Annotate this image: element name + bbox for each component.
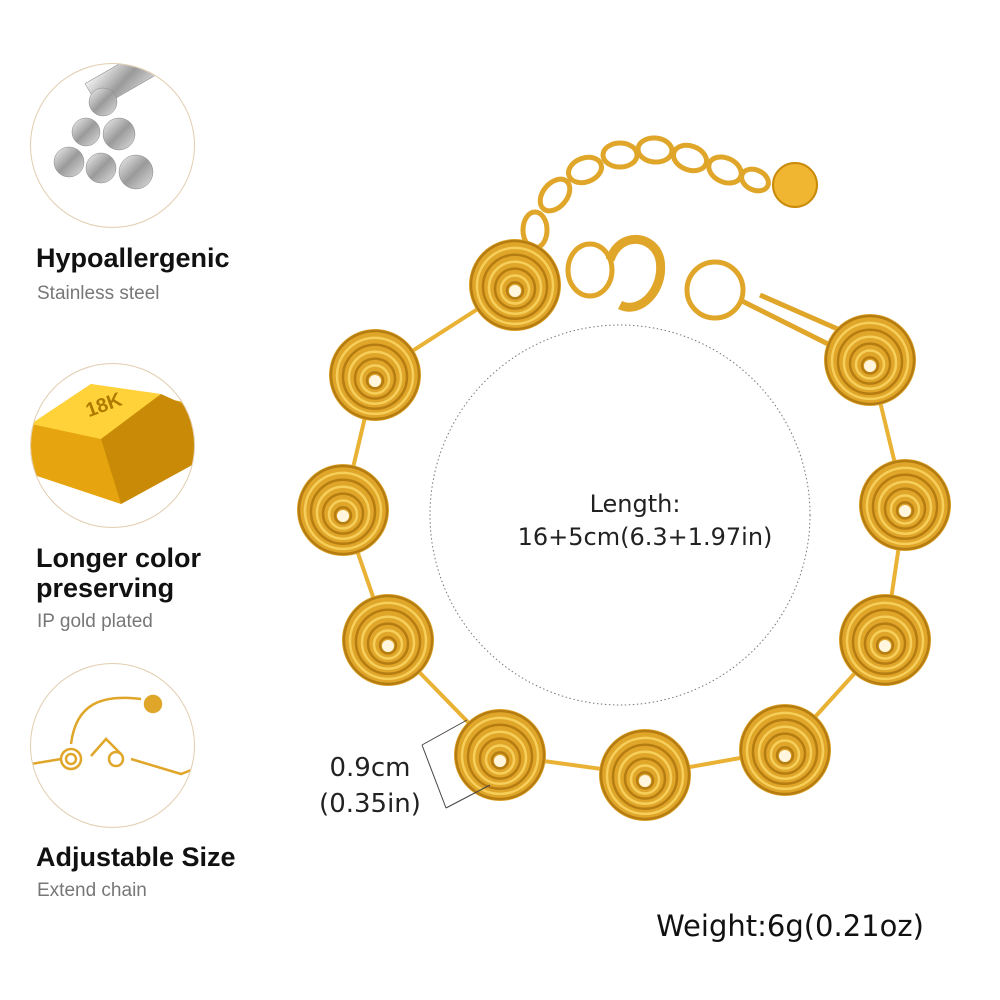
- spiral-charm: [859, 459, 951, 551]
- length-value: 16+5cm(6.3+1.97in): [517, 523, 773, 551]
- weight-label: Weight:6g(0.21oz): [656, 909, 924, 943]
- spiral-charm: [469, 239, 561, 331]
- gold-bar-icon: 18K: [31, 384, 194, 504]
- extension-chain: [520, 135, 842, 348]
- width-cm: 0.9cm: [329, 753, 411, 783]
- spiral-charm: [342, 594, 434, 686]
- feature-title-color-line1: Longer color: [36, 543, 202, 573]
- spiral-charm: [599, 729, 691, 821]
- spiral-charm: [454, 709, 546, 801]
- feature-subtitle-extend: Extend chain: [37, 880, 147, 901]
- feature-title-color-line2: preserving: [36, 573, 175, 603]
- spiral-charm: [297, 464, 389, 556]
- spiral-charm: [824, 314, 916, 406]
- steel-rods-icon: [53, 64, 178, 190]
- feature-title-adjustable: Adjustable Size: [36, 842, 236, 872]
- steel-rods-image: [30, 63, 195, 228]
- tag-disc: [772, 162, 818, 208]
- gold-bar-image: 18K: [30, 363, 195, 528]
- width-measure: [421, 719, 491, 809]
- width-in: (0.35in): [319, 789, 421, 819]
- feature-subtitle-ip-gold: IP gold plated: [37, 611, 153, 632]
- feature-title-hypoallergenic: Hypoallergenic: [36, 243, 230, 273]
- spiral-charm: [839, 594, 931, 686]
- chain-image: [30, 663, 195, 828]
- length-label: Length:: [589, 490, 681, 518]
- length-circle: [429, 324, 811, 706]
- bracelet-chain-icon: [31, 694, 194, 776]
- feature-subtitle-stainless: Stainless steel: [37, 283, 160, 304]
- spiral-charm: [739, 704, 831, 796]
- spiral-charm: [329, 329, 421, 421]
